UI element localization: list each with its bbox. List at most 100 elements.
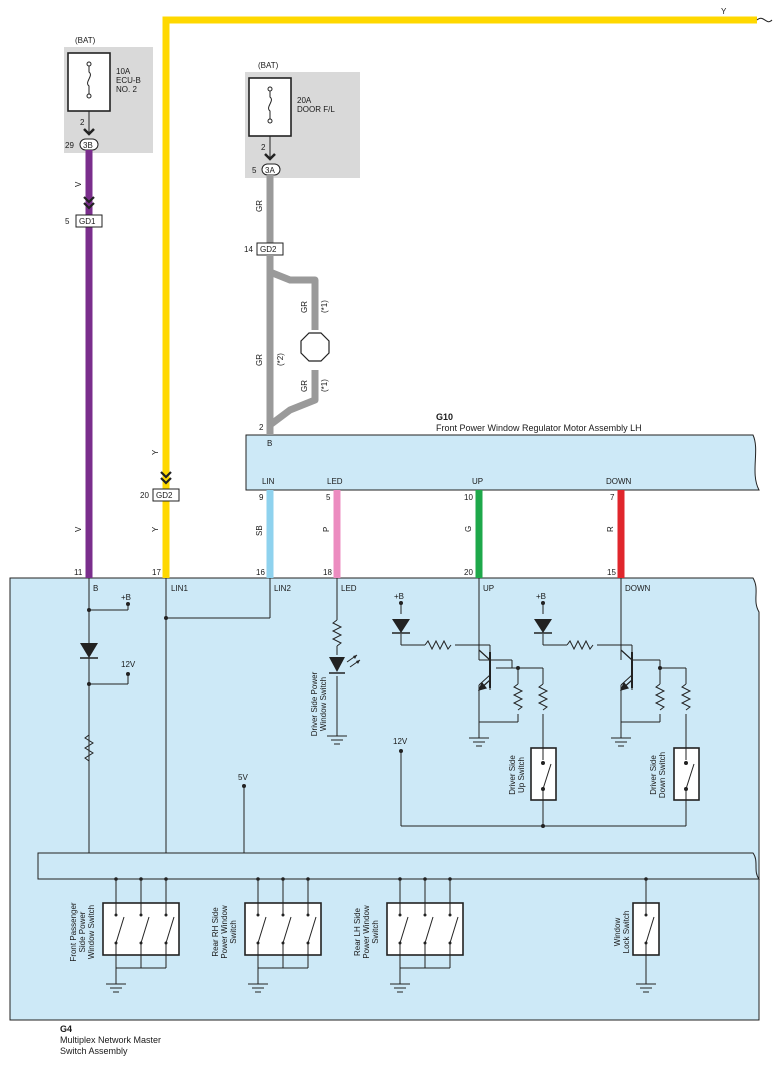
wire-gr-note1b: (*1) <box>320 379 329 392</box>
splice-octagon <box>300 332 330 362</box>
v5-label: 5V <box>238 773 248 782</box>
g4-pin-num-lin2: 16 <box>256 568 265 577</box>
wire-gr-label-2: GR <box>255 354 264 366</box>
g4-title-line2: Switch Assembly <box>60 1046 128 1056</box>
g4-title-line1: Multiplex Network Master <box>60 1035 161 1045</box>
wire-g-label: G <box>464 526 473 532</box>
g4-pin-name-down: DOWN <box>625 584 651 593</box>
conn-gd2-y-pin: 20 <box>140 491 149 500</box>
plus-b-label-2: +B <box>394 592 404 601</box>
rear-lh-label-2: Power Window <box>362 905 371 959</box>
ground-symbols-upper <box>327 735 631 747</box>
svg-text:GD2: GD2 <box>156 491 173 500</box>
rear-lh-switch <box>386 877 464 993</box>
rear-lh-label-3: Switch <box>371 920 380 944</box>
wire-gr-label-1: GR <box>255 200 264 212</box>
lock-label-2: Lock Switch <box>622 911 631 954</box>
wire-y-label-1: Y <box>151 449 160 455</box>
g10-code: G10 <box>436 412 453 422</box>
ecu-fuse-name: ECU-B <box>116 76 141 85</box>
door-fuse-body <box>248 77 292 137</box>
plus-b-label-1: +B <box>121 593 131 602</box>
wire-gr-note1a: (*1) <box>320 300 329 313</box>
lock-label-1: Window <box>613 918 622 947</box>
g10-pin-name-led: LED <box>327 477 343 486</box>
led-switch-label-2: Window Switch <box>319 677 328 731</box>
switch-groups <box>102 877 660 993</box>
transistor-up <box>477 649 491 691</box>
g10-pin-num-lin: 9 <box>259 493 264 502</box>
wire-r-label: R <box>606 526 615 532</box>
g10-pin-b: B <box>267 439 272 448</box>
conn-3b-pin: 29 <box>65 141 74 150</box>
g10-pin-name-up: UP <box>472 477 483 486</box>
g4-code: G4 <box>60 1024 72 1034</box>
g10-pin-num-down: 7 <box>610 493 615 502</box>
conn-3a-pin: 5 <box>252 166 257 175</box>
rear-lh-label-1: Rear LH Side <box>353 907 362 956</box>
transistor-down <box>619 649 633 691</box>
conn-gd2-y <box>152 488 180 502</box>
ecu-fuse-pin: 2 <box>80 118 85 127</box>
door-fuse-source: (BAT) <box>258 61 279 70</box>
g4-pin-num-down: 15 <box>607 568 616 577</box>
lock-switch <box>632 877 660 993</box>
wire-p-label: P <box>322 527 331 532</box>
g10-pin-name-down: DOWN <box>606 477 632 486</box>
down-switch-label-2: Down Switch <box>658 752 667 798</box>
g4-pin-name-b: B <box>93 584 98 593</box>
g4-pin-num-b: 11 <box>74 568 83 577</box>
wire-y-label-top: Y <box>721 7 727 16</box>
g4-pin-name-led: LED <box>341 584 357 593</box>
v12-label-2: 12V <box>393 737 408 746</box>
rear-rh-switch <box>244 877 322 993</box>
up-switch-label-1: Driver Side <box>508 755 517 795</box>
g4-pin-name-lin2: LIN2 <box>274 584 291 593</box>
front-pass-label-2: Side Power <box>78 911 87 952</box>
rear-rh-label-3: Switch <box>229 920 238 944</box>
diode-down <box>534 619 552 633</box>
wire-sb-label: SB <box>255 525 264 536</box>
wire-gr-branch <box>266 255 319 435</box>
front-pass-label-3: Window Switch <box>87 905 96 959</box>
v12-label-1: 12V <box>121 660 136 669</box>
supply-dots <box>87 601 662 828</box>
conn-gd1-pin: 5 <box>65 217 70 226</box>
conn-gd2-top-pin: 14 <box>244 245 253 254</box>
g10-pin-num-led: 5 <box>326 493 331 502</box>
g10-title: Front Power Window Regulator Motor Assem… <box>436 423 642 433</box>
wire-y <box>162 16 757 578</box>
led-switch-label-1: Driver Side Power <box>310 671 319 736</box>
g10-pin-num-up: 10 <box>464 493 473 502</box>
plus-b-label-3: +B <box>536 592 546 601</box>
g4-panel <box>9 577 760 1021</box>
door-fuse-pin: 2 <box>261 143 266 152</box>
g4-pin-num-up: 20 <box>464 568 473 577</box>
g4-pin-num-lin1: 17 <box>152 568 161 577</box>
door-fuse-name: DOOR F/L <box>297 105 335 114</box>
g10-box <box>245 434 760 491</box>
up-switch-label-2: Up Switch <box>517 757 526 793</box>
ecu-fuse-element <box>87 64 91 96</box>
wire-gr-note2: (*2) <box>276 353 285 366</box>
ecu-fuse-rating: 10A <box>116 67 131 76</box>
front-pass-switch <box>102 877 180 993</box>
g4-pin-num-led: 18 <box>323 568 332 577</box>
g4-bus-bar <box>37 852 760 880</box>
front-pass-label-1: Front Passenger <box>69 902 78 961</box>
down-switch-label-1: Driver Side <box>649 755 658 795</box>
svg-text:GD1: GD1 <box>79 217 96 226</box>
up-switch-symbol <box>530 747 557 801</box>
svg-text:3B: 3B <box>83 141 93 150</box>
led-symbol <box>329 654 361 674</box>
svg-text:GD2: GD2 <box>260 245 277 254</box>
g4-pin-name-lin1: LIN1 <box>171 584 188 593</box>
rear-rh-label-1: Rear RH Side <box>211 907 220 957</box>
wire-gr-label-4: GR <box>300 380 309 392</box>
g10-pin-b-num: 2 <box>259 423 264 432</box>
conn-gd1 <box>75 214 103 228</box>
ecu-fuse-name2: NO. 2 <box>116 85 137 94</box>
down-switch-symbol <box>673 747 700 801</box>
